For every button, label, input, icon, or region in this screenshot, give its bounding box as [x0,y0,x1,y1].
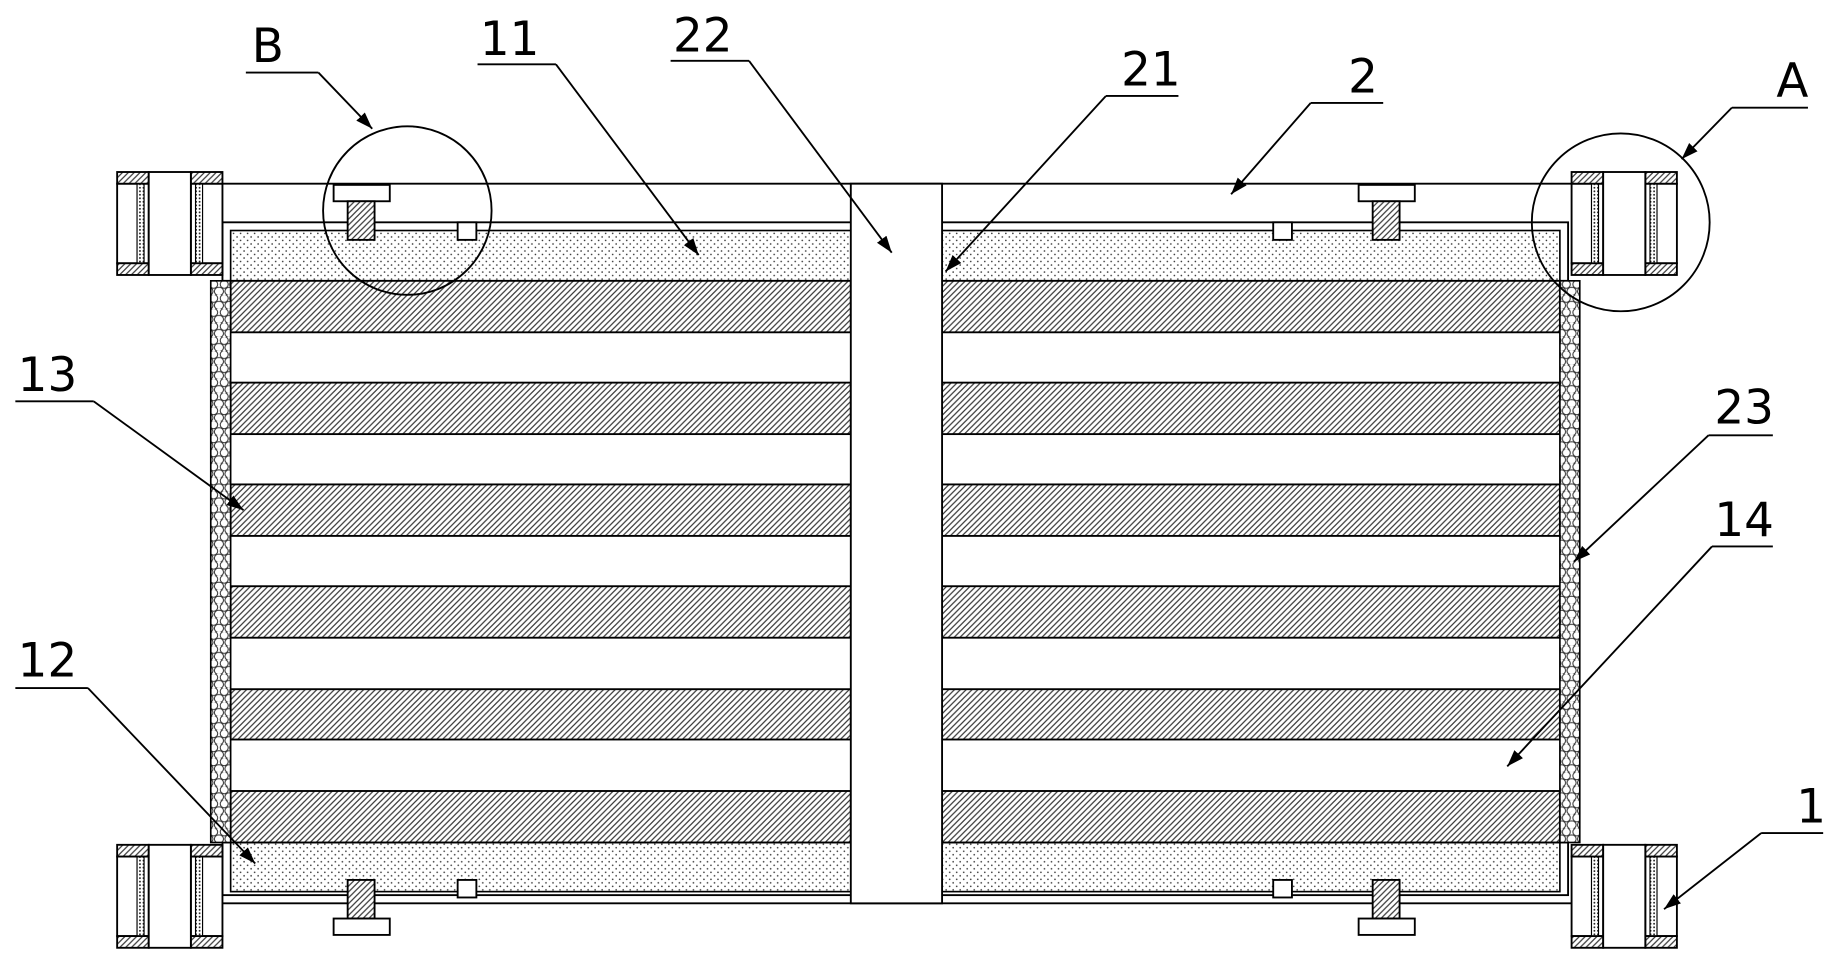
right-honeycomb-strip [1559,280,1581,844]
callout-leader [1573,434,1710,563]
callout-label: 14 [1714,494,1774,548]
callout-leader [555,63,700,256]
hatched-band [941,381,1561,436]
pin-bottom-left [456,878,478,899]
callout-label: 22 [673,9,733,63]
callout-label: B [252,20,284,74]
hatched-band [941,279,1561,334]
central-post [849,182,944,905]
left-honeycomb-strip [209,280,232,844]
callout-label: 11 [480,13,540,67]
callout-leader [1230,102,1312,195]
callout-leader [748,60,893,254]
bolt-top-right [1357,183,1416,241]
hatched-band [941,483,1561,537]
callout-leader [1680,106,1733,160]
hatched-band [229,688,852,741]
callout-leader [944,95,1107,273]
callout-leader [87,687,256,865]
callout-label: 12 [18,634,78,688]
hatched-bands-left [229,279,852,844]
callout-leader [1663,832,1762,910]
callout-22: 22 [670,9,893,254]
hatched-band [941,688,1561,741]
hatched-bands-right [941,279,1561,844]
pin-top-left [456,221,478,241]
hatched-band [941,585,1561,639]
callout-13: 13 [15,349,245,511]
callout-label: 13 [18,349,78,403]
bolt-bottom-right [1357,878,1416,936]
detail-circle-b [322,125,493,296]
hatched-band [229,790,852,844]
corner-roller-top-right [1570,171,1678,276]
corner-roller-top-left [116,171,224,276]
corner-roller-bottom-right [1570,843,1678,949]
callout-14: 14 [1506,494,1774,768]
hatched-band [229,279,852,334]
bolt-bottom-left [332,878,391,936]
callout-label: 21 [1121,43,1181,97]
callout-leader [317,71,373,130]
corner-roller-bottom-left [116,843,224,949]
callout-23: 23 [1573,382,1774,563]
hatched-band [229,381,852,436]
hatched-band [229,585,852,639]
bolt-top-left [332,183,391,241]
callout-leader [93,400,245,511]
callout-a: A [1680,55,1808,160]
hatched-band [941,790,1561,844]
callout-1: 1 [1663,781,1826,910]
callout-2: 2 [1230,50,1384,195]
callout-label: 1 [1796,781,1826,835]
pin-bottom-right [1272,878,1293,899]
detail-circle-a [1530,132,1711,313]
callout-b: B [245,20,373,130]
callout-label: 2 [1348,50,1378,104]
callout-12: 12 [15,634,256,865]
callout-label: A [1776,55,1808,109]
hatched-band [229,483,852,537]
callout-21: 21 [944,43,1181,273]
callout-11: 11 [477,13,700,256]
callout-leader [1506,545,1713,768]
callout-label: 23 [1714,382,1774,436]
pin-top-right [1272,221,1293,241]
